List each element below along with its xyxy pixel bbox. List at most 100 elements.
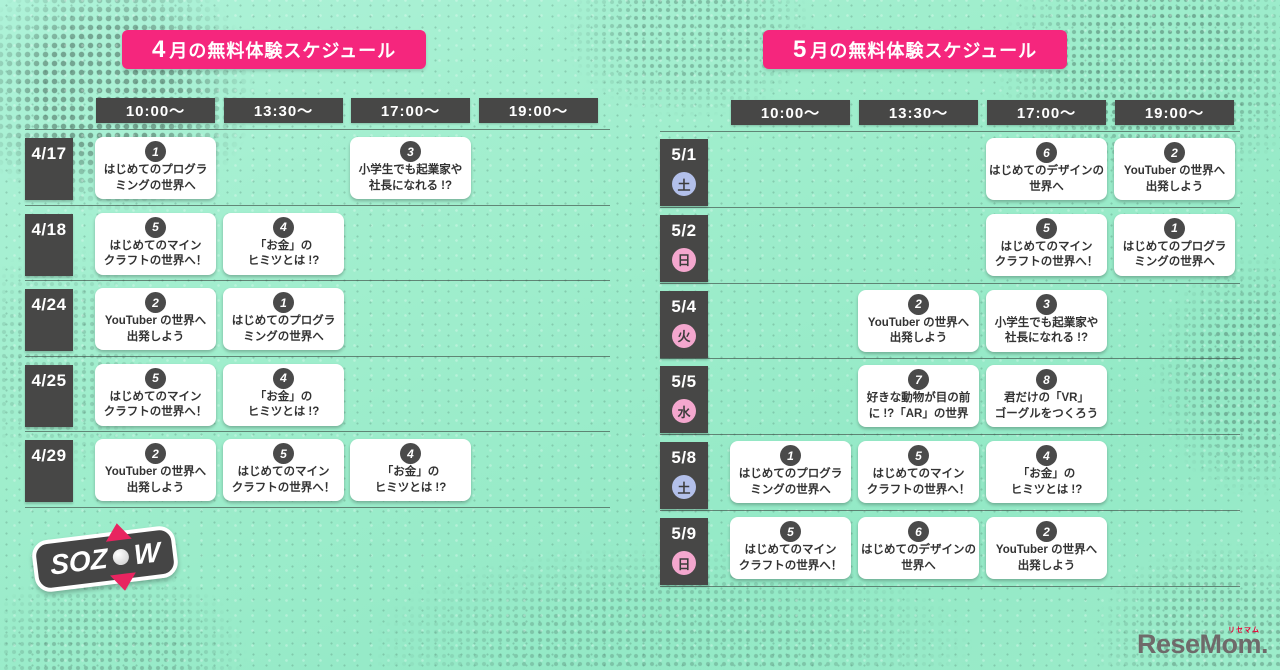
- weekday-badge: 土: [672, 172, 696, 196]
- card-number-badge: 2: [1036, 521, 1057, 542]
- sozow-logo-text-left: SOZ: [49, 542, 109, 581]
- card-number-badge: 3: [400, 141, 421, 162]
- card-number-badge: 5: [145, 367, 166, 389]
- card-title-line: はじめてのマイン: [237, 466, 330, 479]
- row-separator-line: [660, 206, 1240, 208]
- card-title-line: 世界へ: [901, 559, 936, 572]
- card-number-badge: 2: [145, 292, 166, 314]
- time-header-cell: 17:00〜: [351, 98, 470, 123]
- schedule-card: 4「お金」のヒミツとは !?: [986, 441, 1107, 504]
- weekday-badge: 水: [672, 399, 696, 424]
- row-separator-line: [25, 355, 610, 357]
- date-label: 5/1: [671, 145, 697, 164]
- time-header-cell: 19:00〜: [1115, 100, 1234, 125]
- date-label: 4/17: [31, 144, 67, 163]
- row-separator-line: [25, 507, 610, 508]
- card-number-badge: 1: [1164, 217, 1185, 239]
- card-title-line: ミングの世界へ: [243, 330, 324, 343]
- schedule-card: 6 はじめてのデザインの世界へ: [858, 517, 979, 579]
- card-title-line: YouTuber の世界へ: [867, 316, 970, 329]
- diamond-top-icon: [103, 521, 132, 542]
- card-title-line: 好きな動物が目の前: [866, 392, 971, 405]
- time-header-cell: 17:00〜: [987, 100, 1106, 125]
- time-header-cell: 13:30〜: [224, 98, 343, 123]
- card-title-line: クラフトの世界へ！: [103, 255, 208, 268]
- card-number-badge: 3: [1036, 293, 1057, 315]
- row-separator-line: [25, 129, 610, 130]
- date-label: 5/5: [671, 372, 697, 392]
- diamond-ball-icon: [111, 548, 130, 567]
- resemom-logo-text: ReseMom.: [1136, 629, 1269, 659]
- card-title-line: 社長になれる !?: [1004, 332, 1089, 345]
- card-number-badge: 2: [1164, 142, 1185, 163]
- card-title-line: 「お金」の: [254, 239, 313, 252]
- card-title-line: はじめてのデザインの: [861, 544, 976, 556]
- resemom-logo: リセマム ReseMom.: [1136, 627, 1269, 660]
- card-number-badge: 4: [1036, 445, 1057, 467]
- time-header-label: 17:00〜: [1016, 105, 1077, 122]
- card-number-badge: 5: [908, 445, 929, 467]
- weekday-badge: 火: [672, 323, 696, 348]
- date-cell: 5/2 日: [660, 214, 708, 282]
- sozow-logo-text-right: W: [132, 536, 161, 571]
- row-separator-line: [660, 358, 1240, 360]
- card-number-badge: 5: [1036, 217, 1057, 239]
- panel-title-label: 月の無料体験スケジュール: [169, 40, 397, 61]
- weekday-badge: 日: [672, 247, 696, 272]
- card-title-line: クラフトの世界へ！: [738, 559, 843, 572]
- time-header-label: 13:30〜: [888, 105, 949, 122]
- row-separator-line: [660, 510, 1240, 511]
- card-number-badge: 1: [273, 292, 294, 314]
- schedule-card: 4「お金」のヒミツとは !?: [223, 212, 344, 275]
- date-label: 5/2: [671, 220, 697, 240]
- card-number-badge: 4: [400, 443, 421, 465]
- time-header-label: 10:00〜: [125, 103, 186, 120]
- card-title-line: 社長になれる !?: [368, 179, 453, 192]
- card-title-line: ヒミツとは !?: [1010, 483, 1083, 496]
- date-label: 5/8: [671, 448, 697, 468]
- schedule-card: 4「お金」のヒミツとは !?: [223, 363, 344, 426]
- card-title-line: クラフトの世界へ！: [231, 481, 336, 494]
- card-title-line: ミングの世界へ: [115, 179, 196, 192]
- date-cell: 5/1 土: [660, 139, 708, 206]
- card-title-line: 「お金」の: [1017, 468, 1076, 481]
- date-cell: 4/24: [25, 289, 73, 352]
- card-number-badge: 5: [273, 443, 294, 465]
- card-title-line: 君だけの「VR」: [1004, 392, 1089, 405]
- card-title-line: クラフトの世界へ！: [103, 406, 208, 419]
- card-number-badge: 7: [908, 369, 929, 391]
- date-label: 4/25: [31, 370, 67, 390]
- time-header-label: 10:00〜: [760, 105, 821, 122]
- weekday-badge: 日: [672, 551, 696, 575]
- card-title-line: 「お金」の: [381, 466, 440, 479]
- card-title-line: 出発しよう: [1145, 180, 1204, 193]
- panel-title-month-number: 5: [793, 35, 808, 63]
- card-title-line: はじめてのプログラ: [103, 164, 208, 176]
- time-header-label: 19:00〜: [508, 103, 569, 120]
- card-title-line: ヒミツとは !?: [374, 481, 447, 494]
- card-title-line: 出発しよう: [889, 332, 948, 345]
- card-number-badge: 8: [1036, 369, 1057, 391]
- schedule-card: 4「お金」のヒミツとは !?: [350, 439, 471, 502]
- card-title-line: 出発しよう: [126, 481, 185, 494]
- date-cell: 4/17: [25, 138, 73, 200]
- date-cell: 4/18: [25, 213, 73, 276]
- card-title-line: はじめてのマイン: [744, 544, 837, 556]
- card-number-badge: 4: [273, 216, 294, 238]
- card-number-badge: 6: [908, 521, 929, 542]
